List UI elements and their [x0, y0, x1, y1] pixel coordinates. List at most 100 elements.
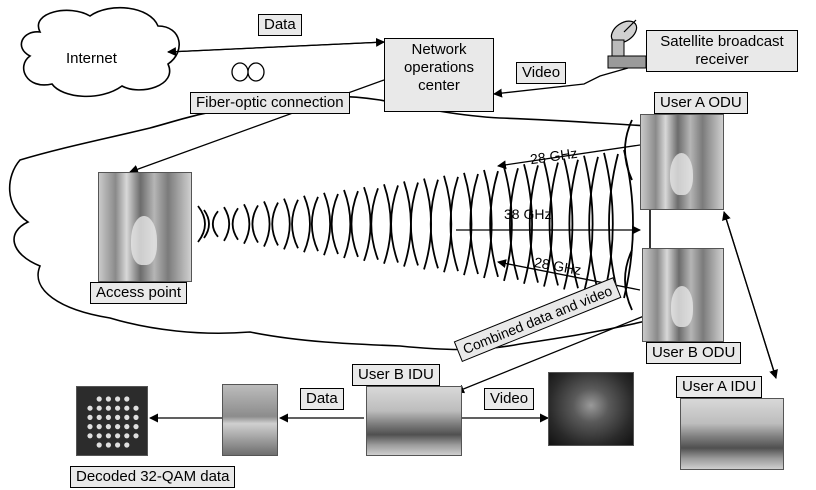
qam-point: [133, 414, 139, 420]
user-a-idu-label: User A IDU: [676, 376, 763, 398]
wave-arc-return: [429, 179, 439, 269]
wave-arc: [523, 164, 533, 284]
wave-arc: [503, 166, 513, 282]
odu-arc: [624, 119, 633, 181]
wave-arc: [343, 189, 352, 259]
decoded-qam-label: Decoded 32-QAM data: [70, 466, 236, 488]
wave-arc-return: [528, 165, 539, 283]
satellite-line-1: Satellite broadcast: [660, 33, 784, 50]
wave-arc-return: [390, 185, 399, 263]
qam-point: [96, 396, 102, 402]
data-bottom-label: Data: [300, 388, 344, 410]
laptop-photo: [222, 384, 278, 456]
wave-arc: [303, 195, 311, 253]
qam-point: [87, 433, 93, 439]
qam-constellation-dots: [87, 396, 139, 448]
qam-point: [96, 405, 102, 411]
access-point-label: Access point: [90, 282, 188, 304]
wave-arc-return: [568, 159, 579, 289]
satellite-noc-link: [493, 67, 629, 98]
user-b-odu-label: User B ODU: [646, 342, 742, 364]
noc-line-3: center: [418, 77, 460, 94]
noc-internet-link: [167, 41, 385, 57]
wave-arc-return: [449, 176, 459, 272]
wave-arc: [283, 198, 291, 250]
wave-arc: [583, 155, 594, 293]
wave-arc-return: [231, 207, 239, 241]
qam-point: [133, 405, 139, 411]
wave-arc: [323, 192, 331, 256]
qam-point: [115, 433, 121, 439]
wave-arc-return: [608, 153, 619, 295]
wave-arc: [223, 206, 231, 242]
wave-arc-return: [469, 173, 479, 275]
user-b-idu-photo: [366, 386, 462, 456]
noc-line-1: Network: [411, 41, 467, 58]
user-a-odu-label: User A ODU: [654, 92, 748, 114]
wave-arc-return: [310, 196, 319, 252]
qam-point: [124, 414, 130, 420]
wave-arc: [263, 201, 271, 247]
qam-point: [124, 396, 130, 402]
qam-point: [124, 424, 130, 430]
tv-video-photo: [548, 372, 634, 446]
user-b-odu-photo: [642, 248, 724, 342]
odu-arc: [624, 249, 633, 311]
qam-point: [87, 424, 93, 430]
wave-arc: [243, 203, 251, 245]
qam-point: [133, 433, 139, 439]
wave-arc-return: [489, 170, 499, 278]
video-bottom-label: Video: [484, 388, 535, 410]
qam-point: [115, 442, 121, 448]
emitter-arc: [197, 205, 206, 243]
qam-point: [105, 405, 111, 411]
qam-point: [105, 442, 111, 448]
wave-arc: [463, 172, 473, 276]
freq-38-label: 38 GHz: [504, 206, 552, 222]
wave-arc-return: [370, 187, 379, 261]
freq-28-top-arrow: [497, 144, 641, 170]
qam-point: [115, 405, 121, 411]
wave-arc-return: [410, 182, 419, 266]
data-top-label: Data: [258, 14, 302, 36]
satellite-dish-icon: [607, 19, 647, 69]
qam-point: [105, 414, 111, 420]
qam-point: [105, 396, 111, 402]
user-a-idu-photo: [680, 398, 784, 470]
combined-link: [455, 315, 645, 394]
wave-arc: [203, 209, 210, 239]
qam-point: [105, 433, 111, 439]
wave-arc-return: [291, 199, 299, 249]
user-b-idu-label: User B IDU: [352, 364, 440, 386]
internet-label: Internet: [66, 50, 117, 67]
satellite-line-2: receiver: [695, 51, 749, 68]
wave-arc: [483, 169, 493, 279]
wave-arc: [543, 161, 554, 287]
wave-arc-return: [211, 210, 219, 238]
qam-point: [96, 442, 102, 448]
wave-arc: [563, 158, 574, 290]
qam-point: [115, 396, 121, 402]
wave-arc-return: [271, 202, 279, 246]
qam-point: [96, 424, 102, 430]
qam-point: [133, 424, 139, 430]
qam-point: [124, 442, 130, 448]
fiber-label: Fiber-optic connection: [190, 92, 350, 114]
noc-line-2: operations: [403, 59, 475, 76]
qam-point: [96, 414, 102, 420]
wave-arc-return: [548, 162, 559, 286]
qam-point: [105, 424, 111, 430]
qam-point: [96, 433, 102, 439]
internet-cloud: [20, 6, 180, 98]
fiber-coil-icon: [231, 62, 265, 82]
idu-a-odu-a-link: [722, 211, 777, 379]
qam-point: [115, 424, 121, 430]
wave-arc-return: [509, 168, 519, 280]
video-top-label: Video: [516, 62, 567, 84]
noc-box: Network operations center: [384, 38, 494, 112]
qam-point: [87, 414, 93, 420]
wave-arc-return: [350, 190, 359, 258]
satellite-label: Satellite broadcast receiver: [646, 30, 798, 72]
qam-point: [115, 414, 121, 420]
